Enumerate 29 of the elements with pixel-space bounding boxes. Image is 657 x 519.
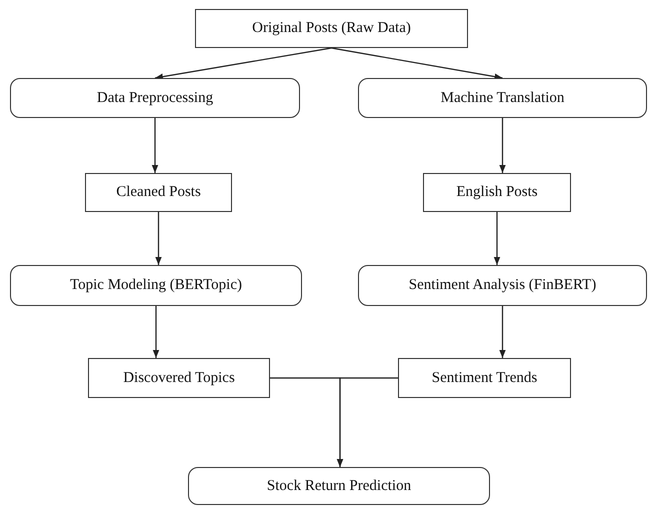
arrow [499,306,506,358]
process-box [423,173,571,212]
node-label: Original Posts (Raw Data) [252,20,411,37]
process-box [85,173,232,212]
process-box [195,9,468,48]
process-box [88,358,270,398]
node-label: English Posts [456,184,538,201]
node-label: Stock Return Prediction [266,478,412,494]
node-label: Machine Translation [440,90,564,106]
node-label: Topic Modeling (BERTopic) [70,277,242,294]
arrow [154,47,332,80]
arrow [499,118,506,173]
rounded-process-box [358,265,647,306]
node-label: Sentiment Trends [432,370,538,386]
rounded-process-box [358,78,647,118]
process-box [398,358,571,398]
arrow [152,306,160,358]
arrow [152,118,158,173]
arrow [494,212,500,265]
node-label: Discovered Topics [123,370,235,386]
rounded-process-box [188,467,490,505]
node-label: Data Preprocessing [96,90,214,106]
rounded-process-box [10,265,302,306]
arrow [331,47,503,80]
arrow [336,377,398,467]
arrow [155,212,162,265]
node-label: Cleaned Posts [116,184,201,201]
rounded-process-box [10,78,300,118]
node-label: Sentiment Analysis (FinBERT) [408,277,596,294]
